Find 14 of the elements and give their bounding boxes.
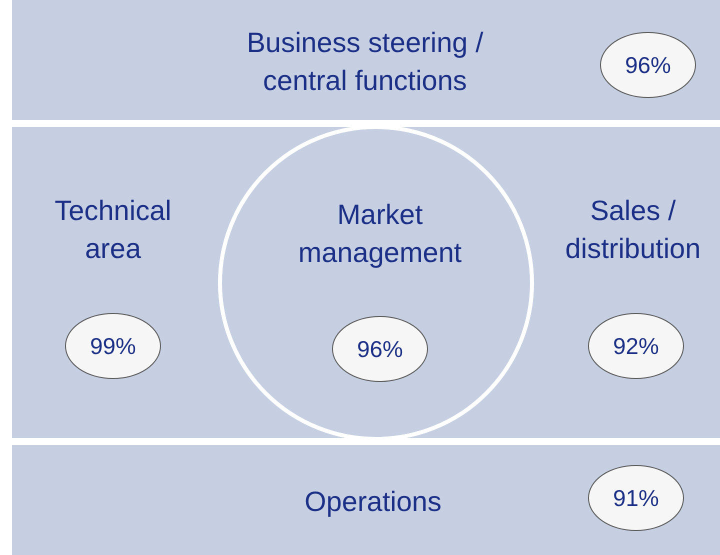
region-label: Sales / distribution (564, 194, 702, 266)
percentage-ellipse: 92% (588, 313, 684, 379)
band-panel (12, 445, 720, 555)
circle-region (218, 125, 534, 441)
region-label: Operations (304, 485, 442, 519)
region-label: Technical area (54, 194, 172, 266)
percentage-ellipse: 91% (588, 465, 684, 531)
percentage-ellipse: 96% (600, 32, 696, 98)
percentage-ellipse: 99% (65, 313, 161, 379)
band-panel (12, 127, 720, 438)
band-panel (12, 0, 720, 120)
region-label: Business steering / central functions (246, 26, 484, 98)
region-label: Market management (297, 198, 463, 270)
percentage-ellipse: 96% (332, 316, 428, 382)
